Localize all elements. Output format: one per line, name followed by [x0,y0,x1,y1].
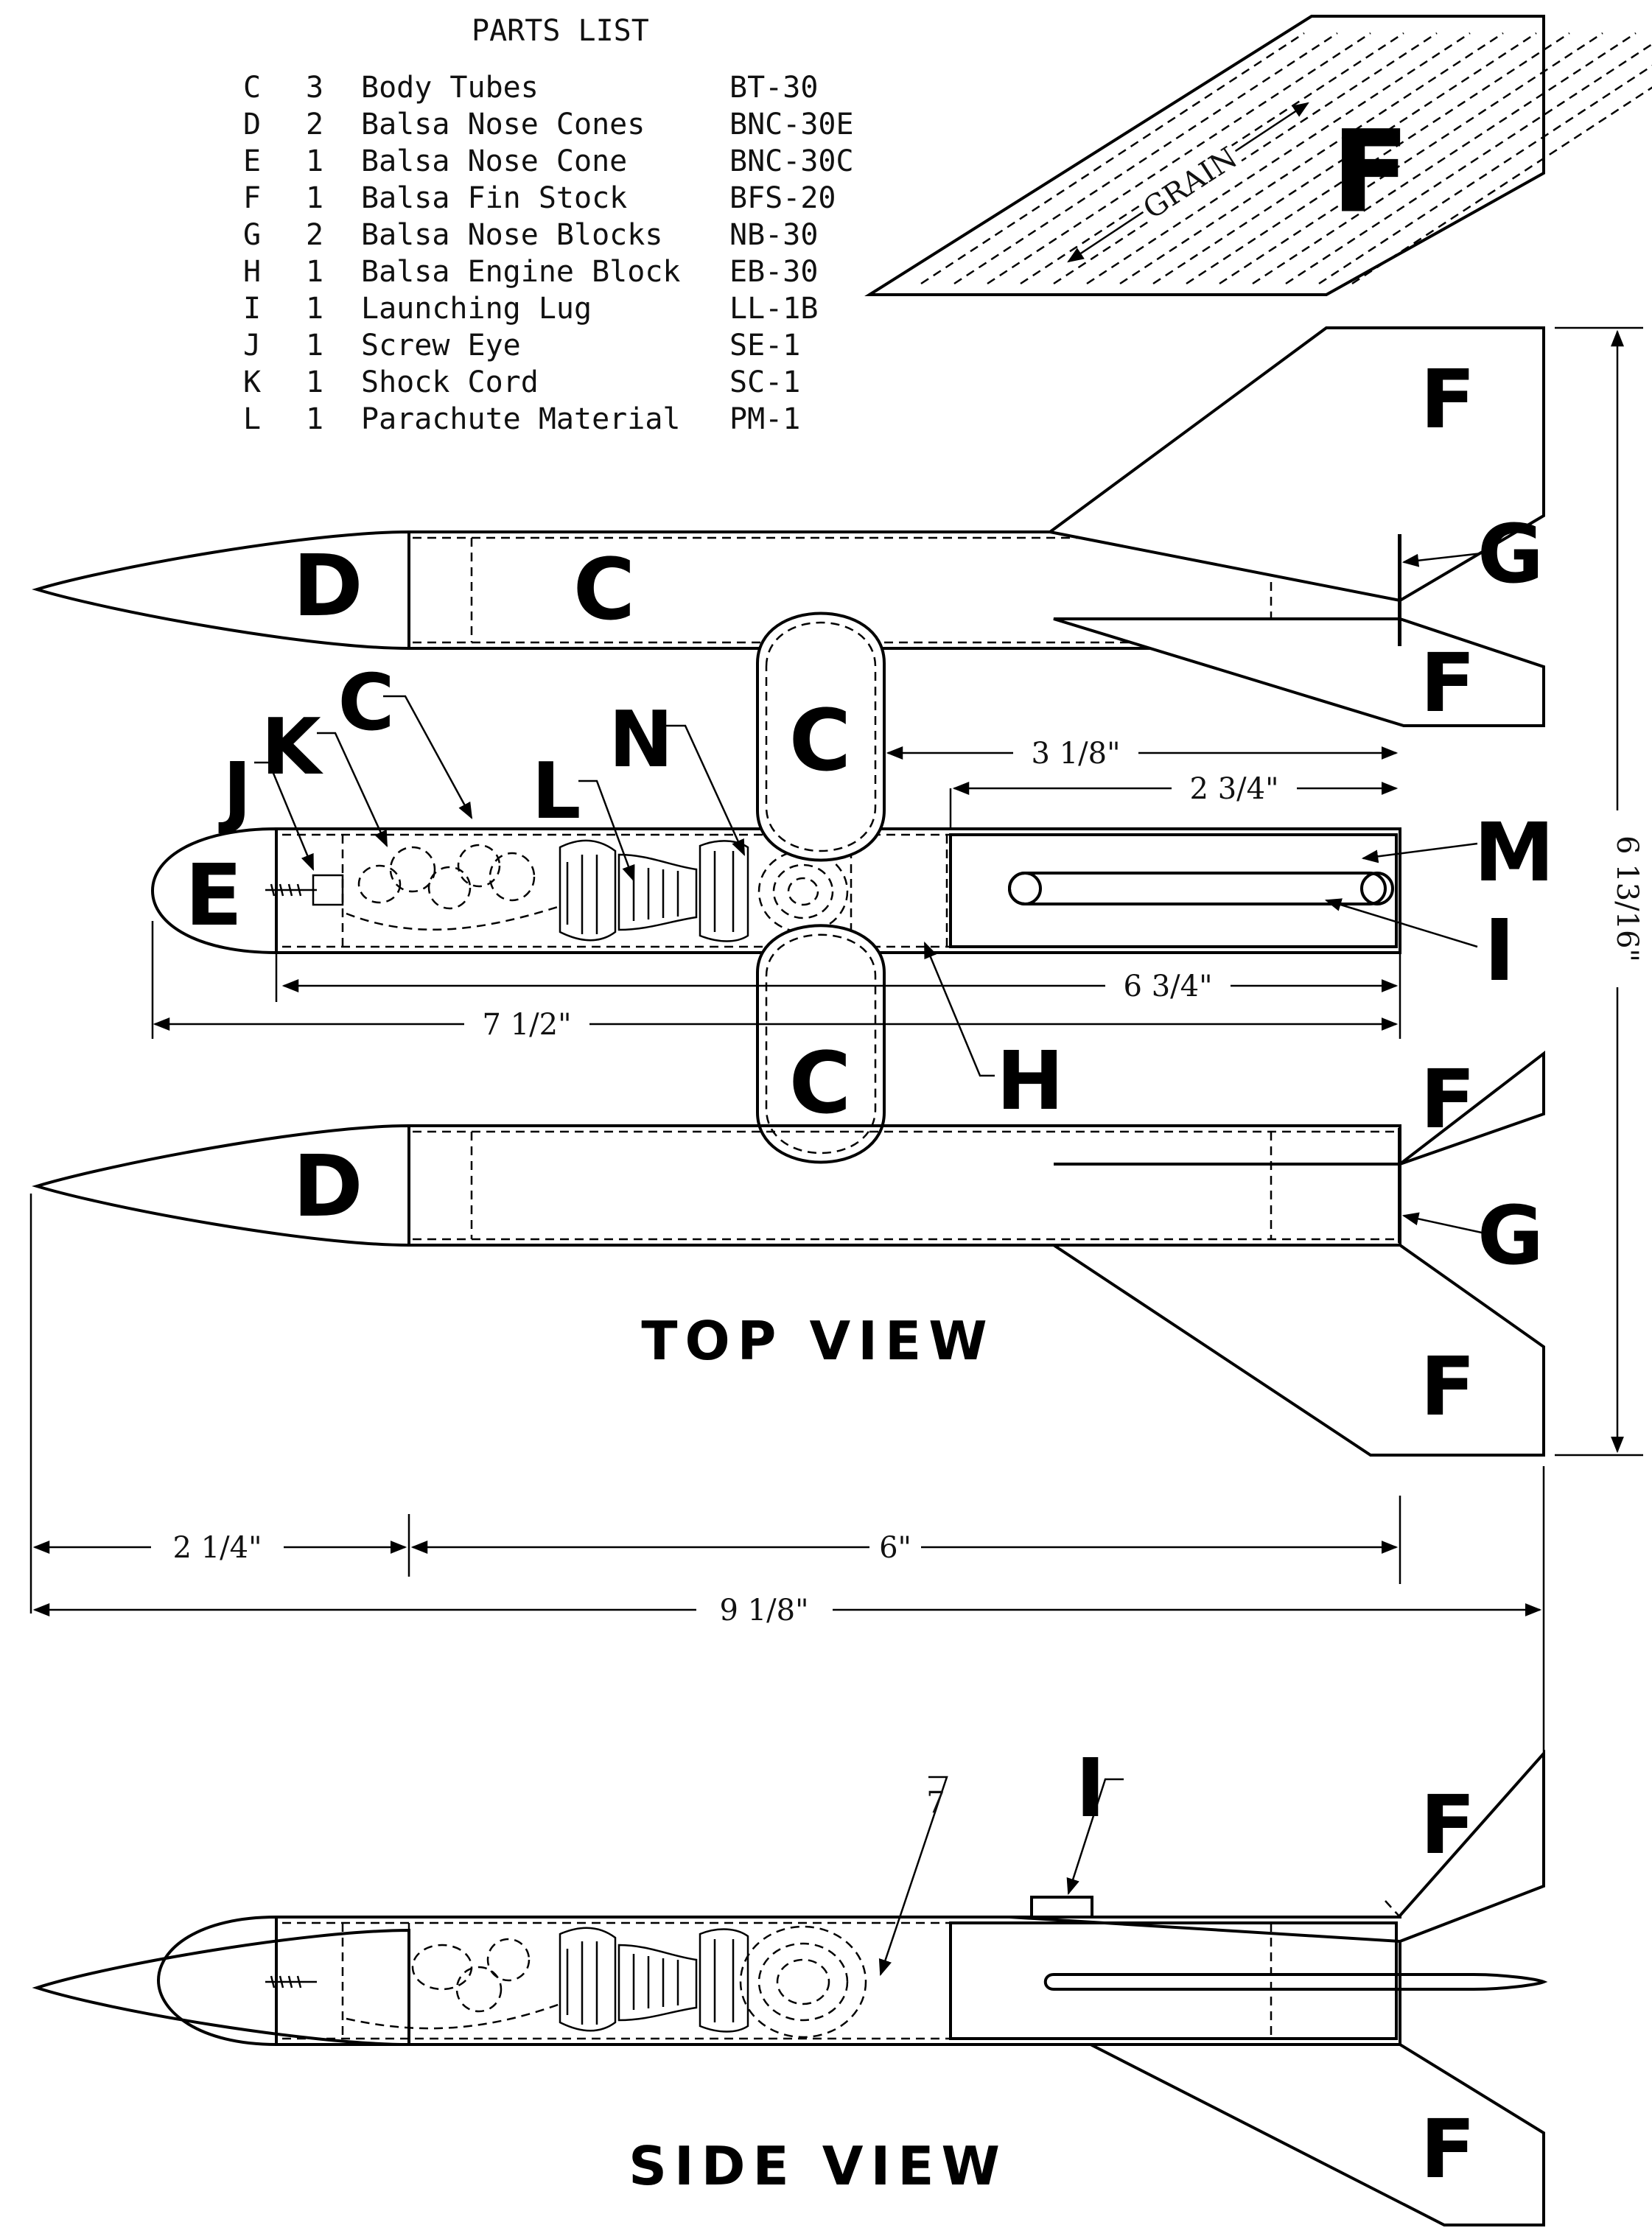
parts-list-key-0: C [243,71,261,105]
parts-list-key-3: F [243,181,261,215]
label-d-lower: D [293,1138,363,1236]
parts-list-name-9: Parachute Material [361,402,680,436]
parts-list-name-4: Balsa Nose Blocks [361,218,662,252]
parts-list-name-5: Balsa Engine Block [361,255,680,289]
parts-list-name-1: Balsa Nose Cones [361,108,645,141]
grain-line [1285,43,1652,285]
parts-list-key-9: L [243,402,261,436]
parts-list-code-7: SE-1 [729,329,800,362]
grain-line [920,32,1305,285]
parts-list-code-8: SC-1 [729,365,800,399]
label-f-upper-1: F [1420,352,1475,446]
overall-dimensions: 2 1/4" 6" 9 1/8" [29,1194,1545,1753]
grain-line [1351,86,1652,285]
label-g-upper: G [1477,507,1544,601]
lower-side-rocket: D F F G [32,1050,1545,1457]
label-n: N [609,695,673,785]
parts-list-code-2: BNC-30C [729,144,854,178]
parts-list-name-0: Body Tubes [361,71,539,105]
parts-list-qty-4: 2 [306,218,323,252]
side-view-rocket: F F I 7 [32,1741,1548,2226]
parts-list-key-6: I [243,292,261,326]
parts-list-code-1: BNC-30E [729,108,854,141]
parts-list-key-5: H [243,255,261,289]
parts-list-name-8: Shock Cord [361,365,539,399]
label-c-pod-lower: C [789,1034,851,1133]
label-7: 7 [926,1786,945,1820]
dim-7-1-2: 7 1/2" [483,1008,572,1042]
dim-2-3-4: 2 3/4" [1190,772,1279,806]
label-f-side-2: F [1420,2102,1475,2196]
label-i-side: I [1076,1741,1106,1835]
side-pods: C C [756,612,886,1164]
label-d-upper: D [293,537,363,636]
label-i-top: I [1484,902,1516,1001]
parts-list-code-4: NB-30 [729,218,818,252]
parts-list-code-9: PM-1 [729,402,800,436]
parts-list-qty-8: 1 [306,365,323,399]
grain-line [987,32,1371,285]
label-l: L [532,746,581,836]
parts-list-code-5: EB-30 [729,255,818,289]
label-c-upper: C [573,541,635,640]
parts-list-key-1: D [243,108,261,141]
label-m: M [1474,805,1554,900]
parts-list-qty-3: 1 [306,181,323,215]
label-h: H [996,1034,1064,1128]
side-view-title: SIDE VIEW [629,2135,1007,2197]
parts-list-qty-7: 1 [306,329,323,362]
part-leaders: C K J L N M I H [218,658,1554,1128]
top-view-dimensions: 3 1/8" 2 3/4" 6 3/4" 7 1/2" 6 13/16" [151,326,1644,1457]
parts-list-key-7: J [243,329,261,362]
dim-9-1-8: 9 1/8" [720,1594,809,1627]
parts-list-name-6: Launching Lug [361,292,592,326]
parts-list-qty-2: 1 [306,144,323,178]
fin-stock-sheet: GRAIN F [864,15,1652,296]
dim-6: 6" [879,1531,911,1565]
parts-list-code-3: BFS-20 [729,181,836,215]
parts-list-qty-1: 2 [306,108,323,141]
dim-2-1-4: 2 1/4" [173,1531,262,1565]
top-view-title: TOP VIEW [641,1310,994,1372]
parts-list-code-0: BT-30 [729,71,818,105]
parts-list-name-2: Balsa Nose Cone [361,144,627,178]
grain-line [1318,64,1652,285]
parts-list-name-3: Balsa Fin Stock [361,181,627,215]
label-j: J [218,746,251,836]
label-c-pod-upper: C [789,692,851,791]
parts-list-qty-5: 1 [306,255,323,289]
parts-list-qty-6: 1 [306,292,323,326]
label-k: K [261,702,323,792]
label-g-lower: G [1477,1188,1544,1283]
parts-list-code-6: LL-1B [729,292,818,326]
parts-list-name-7: Screw Eye [361,329,521,362]
parts-list-key-4: G [243,218,261,252]
label-c-leader: C [337,658,394,748]
label-f-upper-2: F [1420,636,1475,730]
label-f-lower-2: F [1420,1339,1475,1434]
label-e: E [185,847,243,945]
grain-line [953,32,1338,285]
parts-list-key-2: E [243,144,261,178]
label-f-lower-1: F [1420,1052,1475,1146]
parts-list-title: PARTS LIST [472,14,649,48]
label-f-side-1: F [1420,1778,1475,1872]
dim-3-1-8: 3 1/8" [1032,737,1121,771]
dim-6-13-16: 6 13/16" [1610,835,1644,962]
upper-side-rocket: D C F F G [32,326,1545,730]
parts-list-qty-9: 1 [306,402,323,436]
parts-list-qty-0: 3 [306,71,323,105]
grain-line [1252,32,1637,285]
dim-6-3-4: 6 3/4" [1124,970,1213,1003]
parts-list-key-8: K [243,365,261,399]
fin-stock-letter: F [1333,108,1408,236]
